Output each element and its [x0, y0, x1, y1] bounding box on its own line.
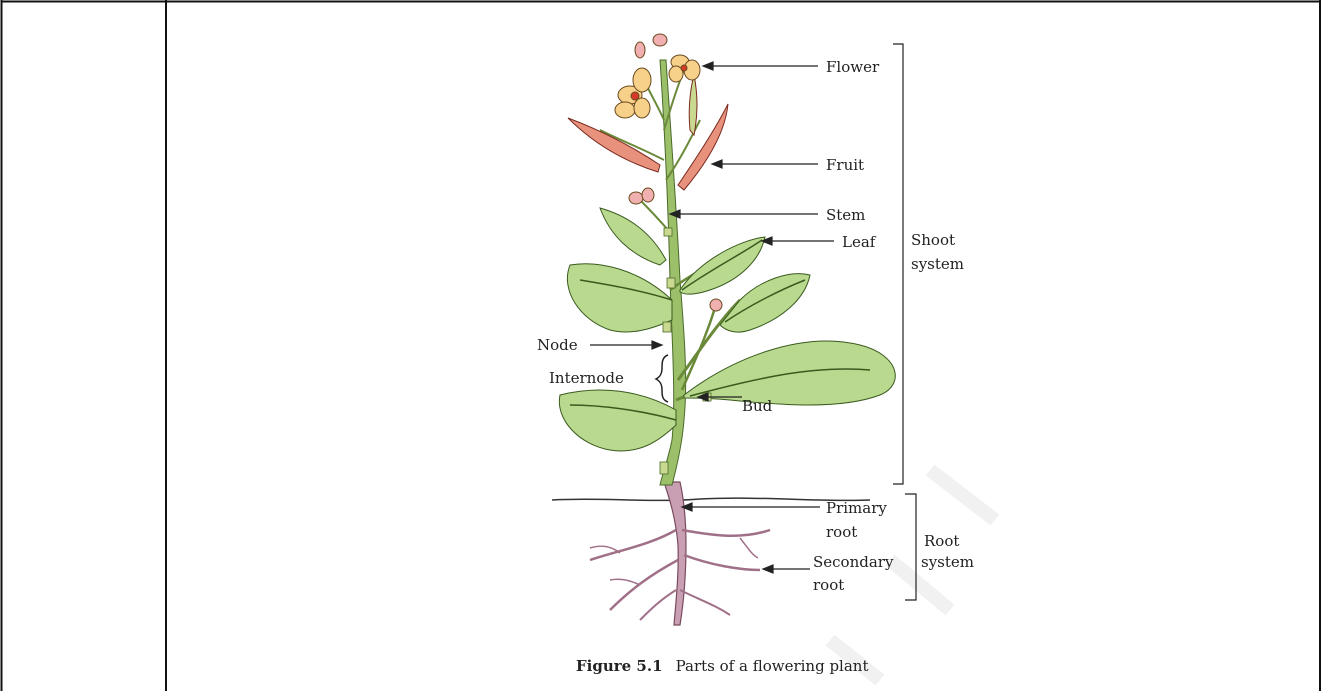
label-node: Node	[537, 336, 578, 354]
label-secondary-root-line2: root	[813, 576, 844, 594]
label-primary-root-line2: root	[826, 523, 857, 541]
label-shoot-system-line2: system	[911, 255, 964, 273]
figure-title: Parts of a flowering plant	[676, 657, 869, 675]
root-system-drawing	[590, 482, 770, 625]
label-root-system-line2: system	[921, 553, 974, 571]
label-stem: Stem	[826, 206, 865, 224]
internode-brace	[656, 355, 668, 402]
label-primary-root-line1: Primary	[826, 499, 887, 517]
label-shoot-system-line1: Shoot	[911, 231, 955, 249]
label-fruit: Fruit	[826, 156, 864, 174]
label-root-system-line1: Root	[924, 532, 959, 550]
shoot-system-bracket	[893, 44, 903, 484]
label-flower: Flower	[826, 58, 880, 76]
fruits-drawing	[568, 75, 728, 190]
label-bud: Bud	[742, 397, 773, 415]
label-secondary-root-line1: Secondary	[813, 553, 894, 571]
figure-number: Figure 5.1	[576, 657, 663, 675]
figure-caption: Figure 5.1 Parts of a flowering plant	[576, 656, 868, 675]
label-internode: Internode	[549, 369, 624, 387]
ground-line	[552, 498, 870, 500]
label-leaf: Leaf	[842, 233, 877, 251]
